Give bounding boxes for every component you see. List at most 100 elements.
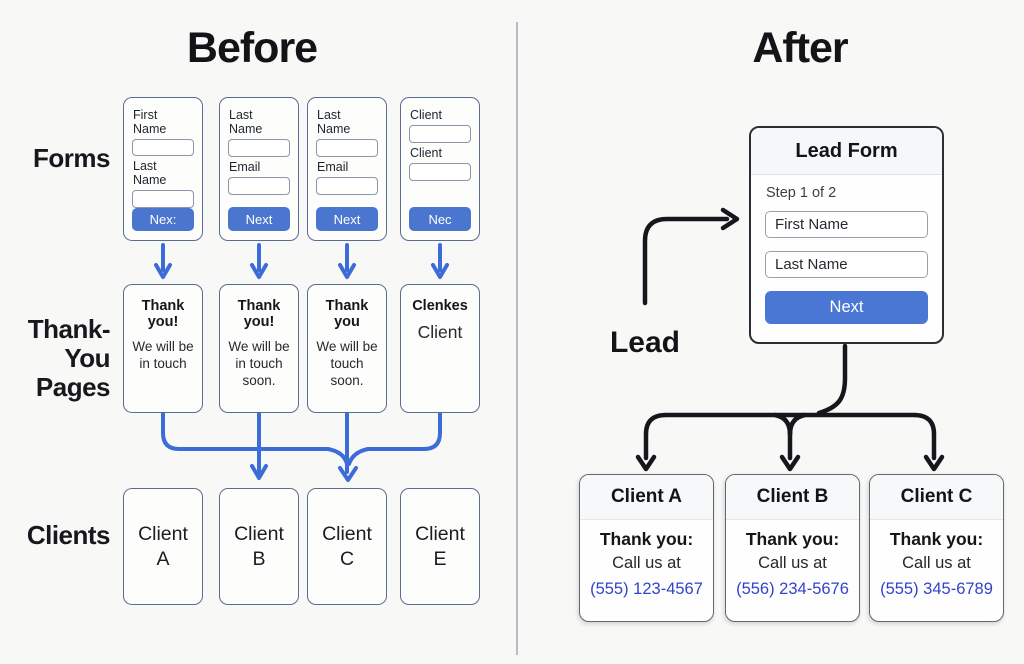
next-button[interactable]: Nec bbox=[409, 207, 471, 231]
client-letter: C bbox=[339, 547, 355, 570]
blue-form-to-thankyou-arrows bbox=[154, 243, 449, 279]
next-button[interactable]: Nex: bbox=[132, 207, 194, 231]
form-input[interactable] bbox=[409, 163, 471, 181]
funnel-right-curve bbox=[347, 447, 370, 466]
client-word: Client bbox=[415, 522, 465, 545]
phone-link[interactable]: (556) 234-5676 bbox=[736, 580, 849, 598]
client-letter: B bbox=[252, 547, 266, 570]
form-input[interactable] bbox=[228, 177, 290, 195]
thankyou-row-label: Thank- You Pages bbox=[6, 314, 111, 402]
client-word: Client bbox=[234, 522, 284, 545]
after-client-card-b: Client B Thank you: Call us at (556) 234… bbox=[725, 474, 860, 622]
thankyou-card-1: Thank you! We will be in touch bbox=[123, 284, 203, 413]
before-client-card-e: Client E bbox=[400, 488, 480, 605]
client-name: Client B bbox=[234, 522, 284, 572]
last-name-input[interactable] bbox=[765, 251, 928, 278]
before-form-card-3: Last Name Email Next bbox=[307, 97, 387, 241]
thankyou-card-4: Clenkes Client bbox=[400, 284, 480, 413]
panel-divider bbox=[516, 22, 518, 655]
form-input[interactable] bbox=[228, 139, 290, 157]
client-word: Client bbox=[322, 522, 372, 545]
thankyou-body: Client bbox=[417, 322, 463, 342]
black-lead-to-form-arrow bbox=[642, 207, 740, 306]
thankyou-title: Thank you bbox=[325, 298, 369, 330]
before-client-card-c: Client C bbox=[307, 488, 387, 605]
field-label: Email bbox=[229, 160, 261, 174]
thankyou-body: We will be touch soon. bbox=[316, 339, 378, 388]
client-name: Client A bbox=[138, 522, 188, 572]
thanks-text: Thank you: bbox=[889, 529, 984, 549]
form-input[interactable] bbox=[409, 125, 471, 143]
stem-from-form bbox=[816, 343, 848, 416]
lead-label: Lead bbox=[609, 326, 681, 359]
field-label: Last Name bbox=[229, 108, 263, 136]
form-input[interactable] bbox=[316, 177, 378, 195]
thankyou-card-2: Thank you! We will be in touch soon. bbox=[219, 284, 299, 413]
lead-arrow-line bbox=[642, 216, 730, 306]
lead-form-card: Lead Form Step 1 of 2 Next bbox=[749, 126, 944, 344]
middle-drop-right-curve bbox=[787, 412, 808, 437]
field-label: Client bbox=[410, 108, 442, 122]
forms-row-label: Forms bbox=[33, 143, 110, 173]
call-text: Call us at bbox=[902, 554, 971, 572]
client-card-title: Client A bbox=[580, 475, 713, 520]
next-button[interactable]: Next bbox=[316, 207, 378, 231]
form-input[interactable] bbox=[132, 190, 194, 208]
connector-ty4-to-bus bbox=[366, 412, 442, 451]
before-title: Before bbox=[186, 24, 318, 72]
client-card-title: Client C bbox=[870, 475, 1003, 520]
client-letter: E bbox=[433, 547, 447, 570]
clients-row-label: Clients bbox=[26, 520, 111, 550]
next-button[interactable]: Next bbox=[765, 291, 928, 324]
before-client-card-b: Client B bbox=[219, 488, 299, 605]
form-input[interactable] bbox=[316, 139, 378, 157]
thankyou-title: Clenkes bbox=[412, 298, 468, 314]
arrowhead-icon bbox=[338, 263, 356, 279]
client-name: Client E bbox=[415, 522, 465, 572]
arrowhead-after-b-icon bbox=[779, 454, 801, 472]
black-split-connectors bbox=[635, 343, 945, 472]
field-label: First Name bbox=[133, 108, 167, 136]
phone-link[interactable]: (555) 345-6789 bbox=[880, 580, 993, 598]
thankyou-body: We will be in touch bbox=[132, 339, 194, 371]
connector-ty1-to-bus bbox=[161, 412, 330, 451]
split-bus bbox=[643, 412, 937, 461]
thankyou-title: Thank you! bbox=[237, 298, 281, 330]
field-label: Email bbox=[317, 160, 349, 174]
before-form-card-1: First Name Last Name Nex: bbox=[123, 97, 203, 241]
thankyou-card-3: Thank you We will be touch soon. bbox=[307, 284, 387, 413]
call-text: Call us at bbox=[758, 554, 827, 572]
field-label: Last Name bbox=[133, 159, 167, 188]
arrowhead-icon bbox=[250, 263, 268, 279]
arrowhead-client-b-icon bbox=[250, 464, 268, 480]
arrowhead-after-a-icon bbox=[635, 454, 657, 472]
arrowhead-right-icon bbox=[720, 207, 740, 231]
call-text: Call us at bbox=[612, 554, 681, 572]
first-name-input[interactable] bbox=[765, 211, 928, 238]
before-client-card-a: Client A bbox=[123, 488, 203, 605]
thankyou-label-line1: Thank- bbox=[27, 314, 111, 344]
before-form-card-4: Client Client Nec bbox=[400, 97, 480, 241]
form-input[interactable] bbox=[132, 139, 194, 157]
lead-form-body: Step 1 of 2 Next bbox=[751, 175, 942, 324]
client-card-title: Client B bbox=[726, 475, 859, 520]
after-client-card-c: Client C Thank you: Call us at (555) 345… bbox=[869, 474, 1004, 622]
blue-merge-connectors bbox=[161, 412, 442, 482]
field-label: Client bbox=[410, 146, 442, 160]
thankyou-label-line2: You bbox=[64, 343, 110, 373]
after-client-card-a: Client A Thank you: Call us at (555) 123… bbox=[579, 474, 714, 622]
next-button[interactable]: Next bbox=[228, 207, 290, 231]
client-word: Client bbox=[138, 522, 188, 545]
after-title: After bbox=[752, 24, 848, 72]
thankyou-body: We will be in touch soon. bbox=[228, 339, 290, 388]
client-letter: A bbox=[156, 547, 170, 570]
thanks-text: Thank you: bbox=[745, 529, 840, 549]
client-name: Client C bbox=[322, 522, 372, 572]
thankyou-label-line3: Pages bbox=[35, 372, 111, 402]
arrowhead-client-c-icon bbox=[338, 466, 358, 482]
step-indicator: Step 1 of 2 bbox=[766, 185, 837, 201]
arrowhead-after-c-icon bbox=[923, 454, 945, 472]
middle-drop-left-curve bbox=[772, 412, 793, 437]
phone-link[interactable]: (555) 123-4567 bbox=[590, 580, 703, 598]
